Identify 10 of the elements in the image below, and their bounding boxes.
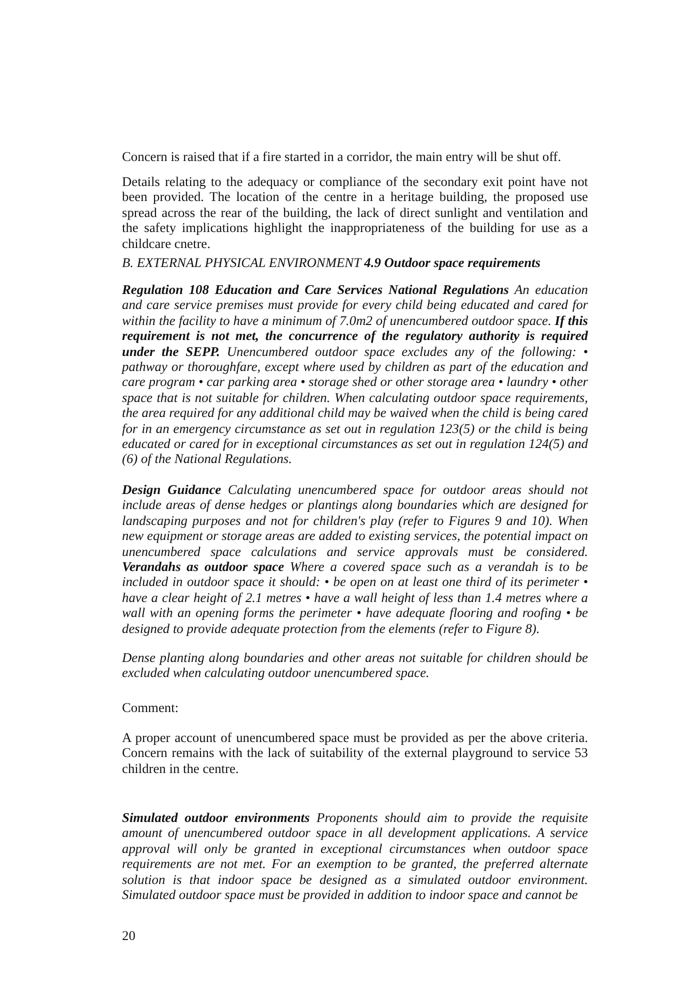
paragraph: Design Guidance Calculating unencumbered space for outdoor areas should not include areas of dense hedges or plantings along boundaries which are designed for landscaping purposes and not for children's play (refer to Figures 9 and 10). When new equipment or storage areas are added to existing services, the potential impact on unencumbered space calculations and service approvals must be considered. Verandahs as outdoor space Where a covered space such as a verandah is to be included in outdoor space it should: • be open on at least one third of its perimeter • have a clear height of 2.1 metres • have a wall height of less than 1.4 metres where a wall with an opening forms the perimeter • have adequate flooring and roofing • be designed to provide adequate protection from the elements (refer to Figure 8). [122, 482, 588, 636]
paragraph: Simulated outdoor environments Proponents should aim to provide the requisite amount of unencumbered outdoor space in all development applications. A service approval will only be granted in exceptional circumstances when outdoor space requirements are not met. For an exemption to be granted, the preferred alternate solution is that indoor space be designed as a simulated outdoor environment. Simulated outdoor space must be provided in addition to indoor space and cannot be [122, 810, 588, 902]
paragraph: Concern is raised that if a fire started in a corridor, the main entry will be shut off. [122, 149, 562, 164]
section-heading: B. EXTERNAL PHYSICAL ENVIRONMENT 4.9 Outdoor space requirements [122, 255, 542, 270]
comment-heading: Comment: [122, 700, 180, 716]
paragraph: Dense planting along boundaries and other areas not suitable for children should be excluded when calculating outdoor unencumbered space. [122, 650, 588, 681]
paragraph: Details relating to the adequacy or compliance of the secondary exit point have not been provided. The location of the centre in a heritage building, the proposed use spread across the rear of the building, the lack of direct sunlight and ventilation and the safety implications highlight the inappropriateness of the building for use as a childcare cnetre. [122, 174, 588, 252]
paragraph: A proper account of unencumbered space must be provided as per the above criteria. Concern remains with the lack of suitability of the external playground to service 53 children in the centre. [122, 730, 588, 776]
paragraph: Regulation 108 Education and Care Services National Regulations An education and care service premises must provide for every child being educated and cared for within the facility to have a minimum of 7.0m2 of unencumbered outdoor space. If this requirement is not met, the concurrence of the regulatory authority is required under the SEPP. Unencumbered outdoor space excludes any of the following: • pathway or thoroughfare, except where used by children as part of the education and care program • car parking area • storage shed or other storage area • laundry • other space that is not suitable for children. When calculating outdoor space requirements, the area required for any additional child may be waived when the child is being cared for in an emergency circumstance as set out in regulation 123(5) or the child is being educated or cared for in exceptional circumstances as set out in regulation 124(5) and (6) of the National Regulations. [122, 282, 588, 467]
page-number: 20 [122, 928, 136, 944]
